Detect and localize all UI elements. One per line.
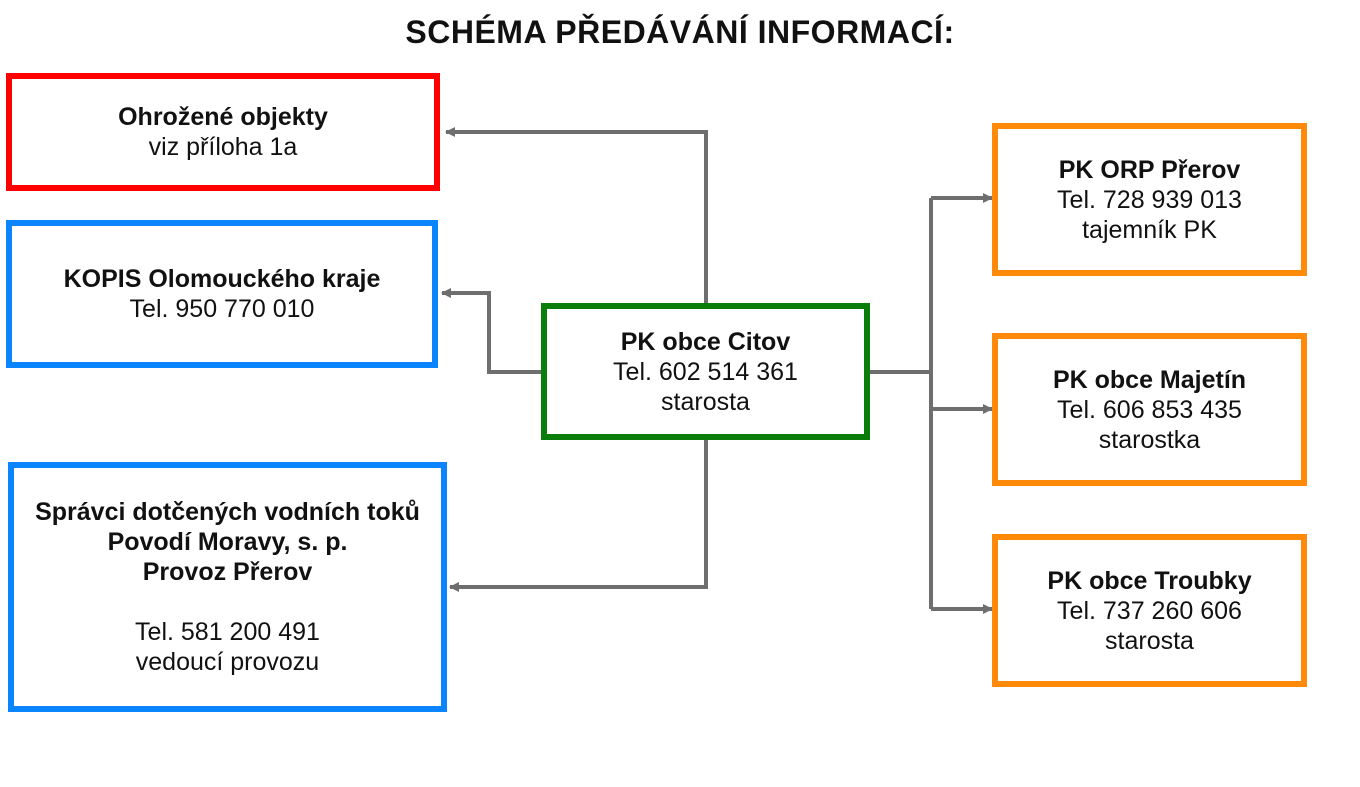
box-center-citov: PK obce Citov Tel. 602 514 361 starosta (541, 303, 870, 440)
box-threatened-objects: Ohrožené objekty viz příloha 1a (6, 73, 440, 191)
box-orp-prerov-role: tajemník PK (1082, 215, 1217, 244)
arrow-to-water-managers (449, 438, 708, 592)
box-kopis-name: KOPIS Olomouckého kraje (63, 265, 381, 293)
box-troubky-name: PK obce Troubky (1047, 566, 1252, 595)
box-majetin: PK obce Majetín Tel. 606 853 435 starost… (992, 333, 1307, 486)
arrow-to-threatened-objects (445, 127, 708, 304)
box-kopis-phone: Tel. 950 770 010 (129, 295, 315, 323)
box-water-managers-phone: Tel. 581 200 491 (135, 618, 320, 646)
box-center-phone: Tel. 602 514 361 (613, 357, 798, 386)
box-troubky-role: starosta (1105, 626, 1194, 655)
box-orp-prerov-name: PK ORP Přerov (1058, 155, 1241, 184)
box-water-managers-line-1: Správci dotčených vodních toků (35, 498, 420, 526)
box-kopis: KOPIS Olomouckého kraje Tel. 950 770 010 (6, 220, 438, 368)
box-water-managers: Správci dotčených vodních toků Povodí Mo… (8, 462, 447, 712)
arrow-to-kopis (441, 288, 544, 374)
box-troubky-phone: Tel. 737 260 606 (1057, 596, 1242, 625)
box-orp-prerov: PK ORP Přerov Tel. 728 939 013 tajemník … (992, 123, 1307, 276)
box-water-managers-line-3: Provoz Přerov (142, 558, 313, 586)
box-threatened-objects-name: Ohrožené objekty (118, 103, 328, 131)
box-center-role: starosta (661, 387, 750, 416)
box-majetin-phone: Tel. 606 853 435 (1057, 395, 1242, 424)
diagram-title: SCHÉMA PŘEDÁVÁNÍ INFORMACÍ: (405, 14, 955, 50)
box-majetin-name: PK obce Majetín (1052, 365, 1247, 394)
box-water-managers-line-2: Povodí Moravy, s. p. (107, 528, 348, 556)
box-threatened-objects-note: viz příloha 1a (148, 133, 298, 161)
box-troubky: PK obce Troubky Tel. 737 260 606 starost… (992, 534, 1307, 687)
box-center-name: PK obce Citov (620, 327, 791, 356)
box-water-managers-role: vedoucí provozu (135, 648, 320, 676)
box-majetin-role: starostka (1098, 425, 1201, 454)
box-orp-prerov-phone: Tel. 728 939 013 (1057, 185, 1242, 214)
